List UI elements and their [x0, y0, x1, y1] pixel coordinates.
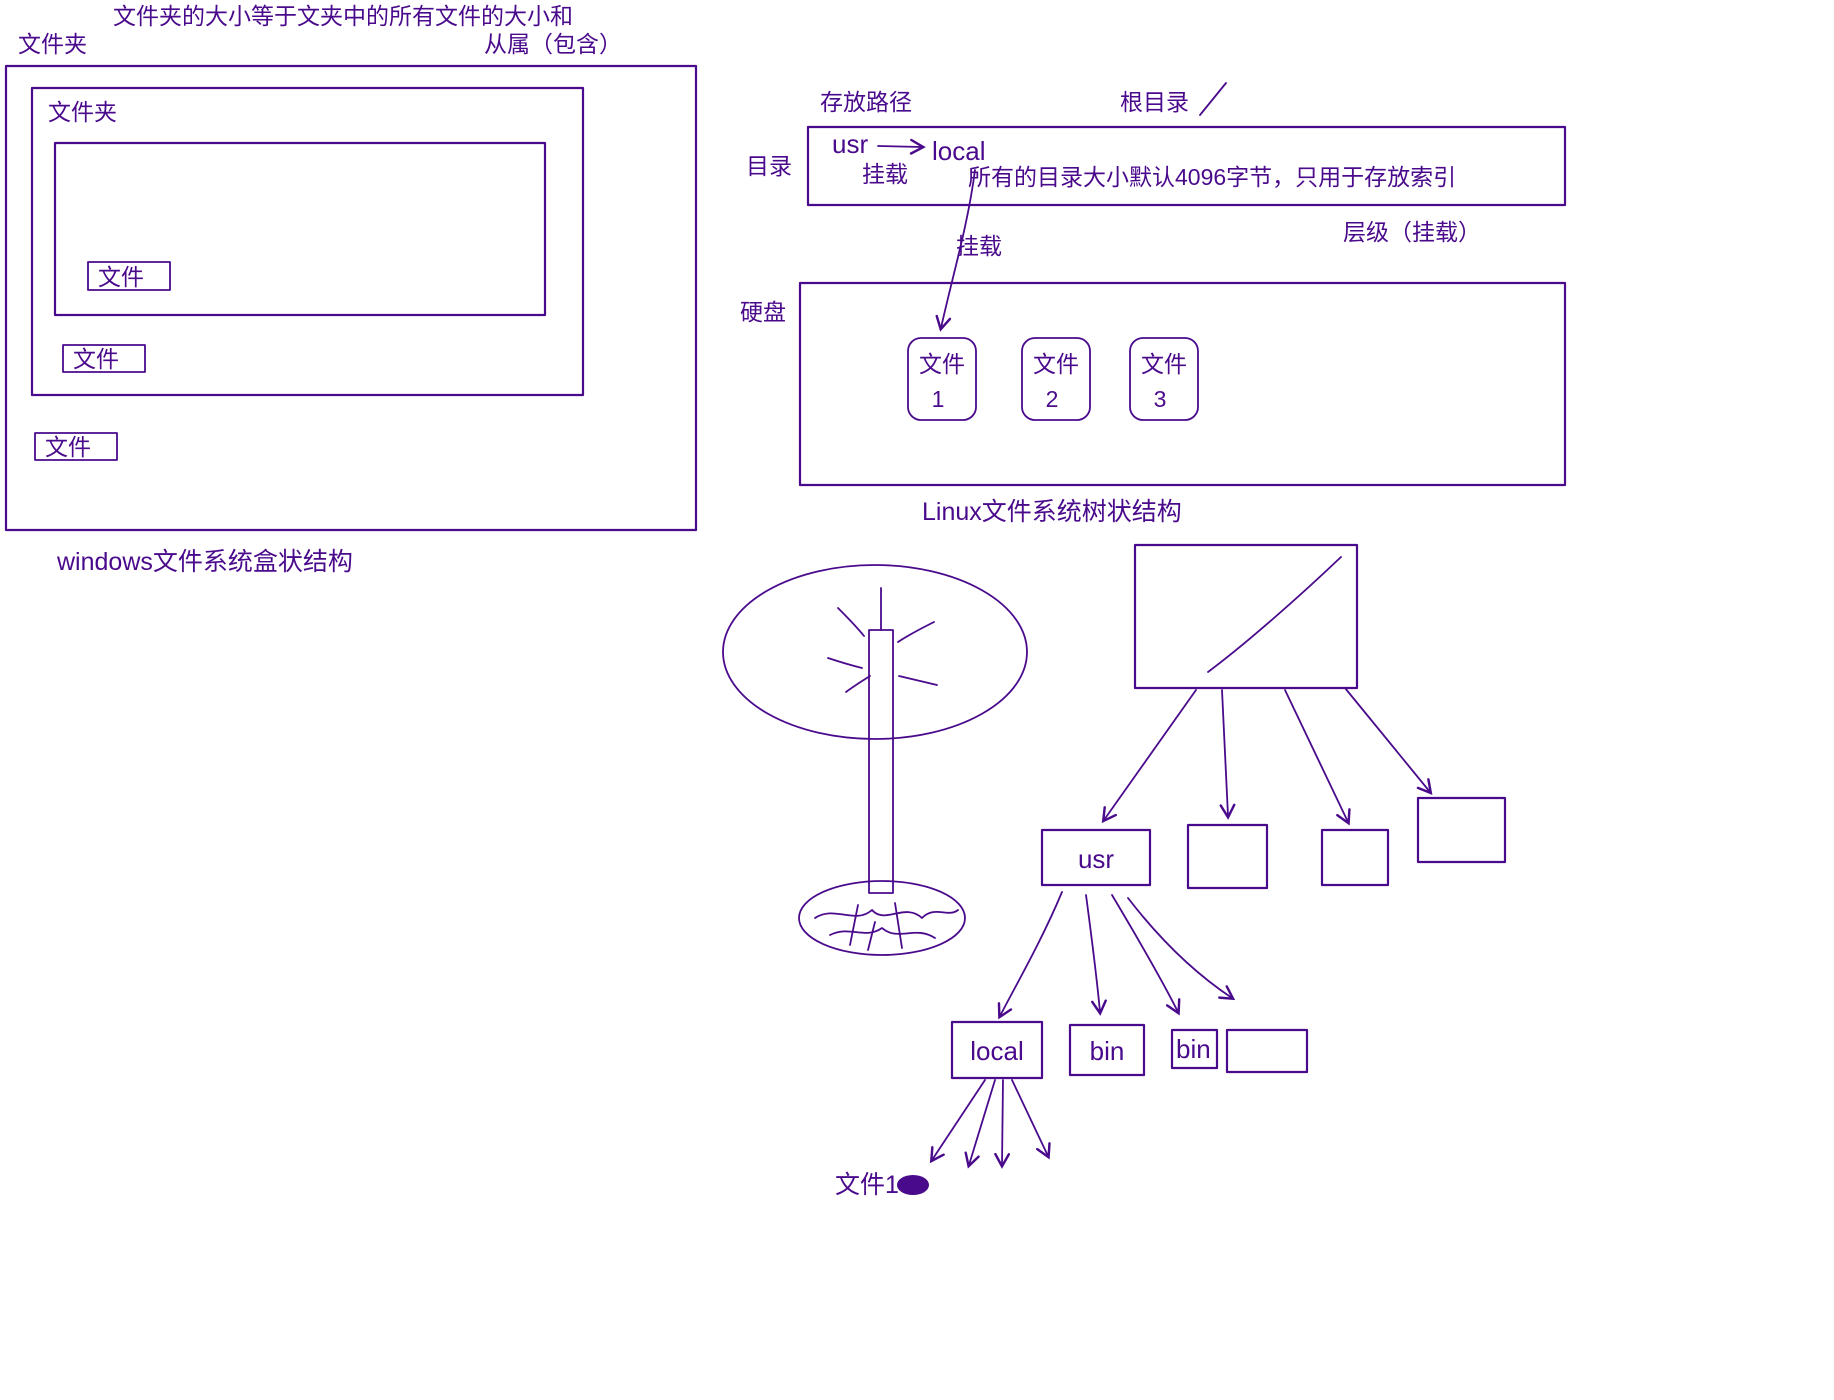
usr-to-bin2-arrow [1111, 894, 1181, 1016]
file-node-box-2 [1021, 337, 1091, 421]
file1-dot [897, 1175, 929, 1195]
file-node-name-3: 文件 [1141, 351, 1187, 377]
tree-local-box [950, 1020, 1044, 1080]
tree-bin1-box [1068, 1023, 1146, 1077]
tree-roots-scribble-1 [814, 909, 959, 919]
usr-to-local-arrow [877, 138, 926, 155]
mount-label-1: 挂载 [862, 161, 908, 187]
tree-branch-4 [898, 675, 938, 686]
file-node-name-1: 文件 [919, 351, 965, 377]
local-to-file1-arrow [929, 1079, 986, 1164]
tree-trunk [868, 629, 894, 894]
root-slash-stroke [1199, 82, 1227, 116]
file-node-num-3: 3 [1154, 386, 1167, 412]
local-child-arrow-3 [994, 1079, 1011, 1169]
root-to-child4-arrow [1344, 687, 1433, 795]
tree-usr-box [1040, 828, 1152, 887]
disk-label: 硬盘 [740, 299, 786, 325]
tree-roots-scribble-3 [849, 902, 903, 951]
tree-usr-label: usr [1078, 844, 1114, 874]
tree-roots-scribble-2 [829, 927, 936, 939]
windows-file-label-1: 文件 [98, 264, 144, 290]
tree-local-label: local [970, 1036, 1023, 1066]
file-node-box-3 [1129, 337, 1199, 421]
tree-bin2-label: bin [1176, 1034, 1211, 1064]
usr-text: usr [832, 129, 868, 159]
windows-box-diagram: 文件夹的大小等于文夹中的所有文件的大小和 文件夹 从属（包含） 文件夹 文件 文… [4, 3, 698, 576]
tree-child5-box [1225, 1028, 1309, 1074]
windows-outer-folder-box [4, 64, 698, 532]
tree-branch-5 [845, 675, 871, 693]
windows-file-box-3 [34, 432, 118, 461]
tree-bin1-label: bin [1090, 1036, 1125, 1066]
windows-belong-note: 从属（包含） [484, 31, 622, 57]
linux-tree-diagram: usr local bin bin 文件1 [835, 543, 1507, 1199]
tree-root-slash [1207, 556, 1342, 673]
windows-inner-folder-label: 文件夹 [48, 99, 117, 125]
local-child-arrow-2 [964, 1079, 996, 1169]
windows-file-label-2: 文件 [73, 346, 119, 372]
windows-file-box-2 [62, 344, 146, 373]
tree-branch-3 [897, 621, 935, 643]
mount-long-arrow [935, 169, 976, 332]
windows-outer-folder-label: 文件夹 [18, 31, 87, 57]
tree-root-box [1133, 543, 1359, 690]
windows-inner-folder-box [53, 141, 547, 317]
tree-bin2-box [1170, 1028, 1219, 1070]
file-node-name-2: 文件 [1033, 351, 1079, 377]
dir-size-note: 所有的目录大小默认4096字节，只用于存放索引 [968, 164, 1456, 190]
tree-branch-1 [837, 607, 865, 637]
windows-size-note: 文件夹的大小等于文夹中的所有文件的大小和 [113, 3, 573, 29]
linux-directory-diagram: 存放路径 根目录 目录 usr local 挂载 所有的目录大小默认4096字节… [740, 82, 1567, 526]
file-node-box-1 [907, 337, 977, 421]
local-child-arrow-4 [1011, 1079, 1051, 1160]
tree-child2-box [1186, 823, 1269, 890]
usr-to-local-tree-arrow [997, 891, 1063, 1020]
root-to-child3-arrow [1284, 689, 1351, 826]
tree-child3-box [1320, 828, 1390, 887]
directory-label: 目录 [746, 153, 792, 179]
file-node-num-1: 1 [932, 386, 945, 412]
tree-crown [722, 564, 1028, 740]
tree-branch-2 [827, 657, 863, 669]
local-text: local [932, 136, 985, 166]
linux-caption: Linux文件系统树状结构 [922, 498, 1182, 526]
tree-roots-mound [798, 880, 966, 956]
mount-label-2: 挂载 [956, 233, 1002, 259]
file-node-num-2: 2 [1046, 386, 1059, 412]
windows-file-label-3: 文件 [45, 434, 91, 460]
path-label: 存放路径 [820, 89, 912, 115]
tree-sketch [722, 564, 1028, 956]
windows-file-box-1 [87, 261, 171, 291]
file1-label: 文件1 [835, 1171, 899, 1199]
disk-box [798, 281, 1567, 487]
root-dir-label: 根目录 [1120, 89, 1189, 115]
windows-caption: windows文件系统盒状结构 [56, 548, 353, 576]
tree-child4-box [1416, 796, 1507, 864]
root-to-child2-arrow [1219, 689, 1236, 820]
directory-box [806, 125, 1567, 207]
root-to-usr-arrow [1101, 689, 1197, 824]
level-note: 层级（挂载） [1343, 219, 1481, 245]
windows-mid-folder-box [30, 86, 585, 397]
usr-to-child5-arrow [1127, 897, 1236, 1001]
usr-to-bin1-arrow [1085, 894, 1107, 1016]
